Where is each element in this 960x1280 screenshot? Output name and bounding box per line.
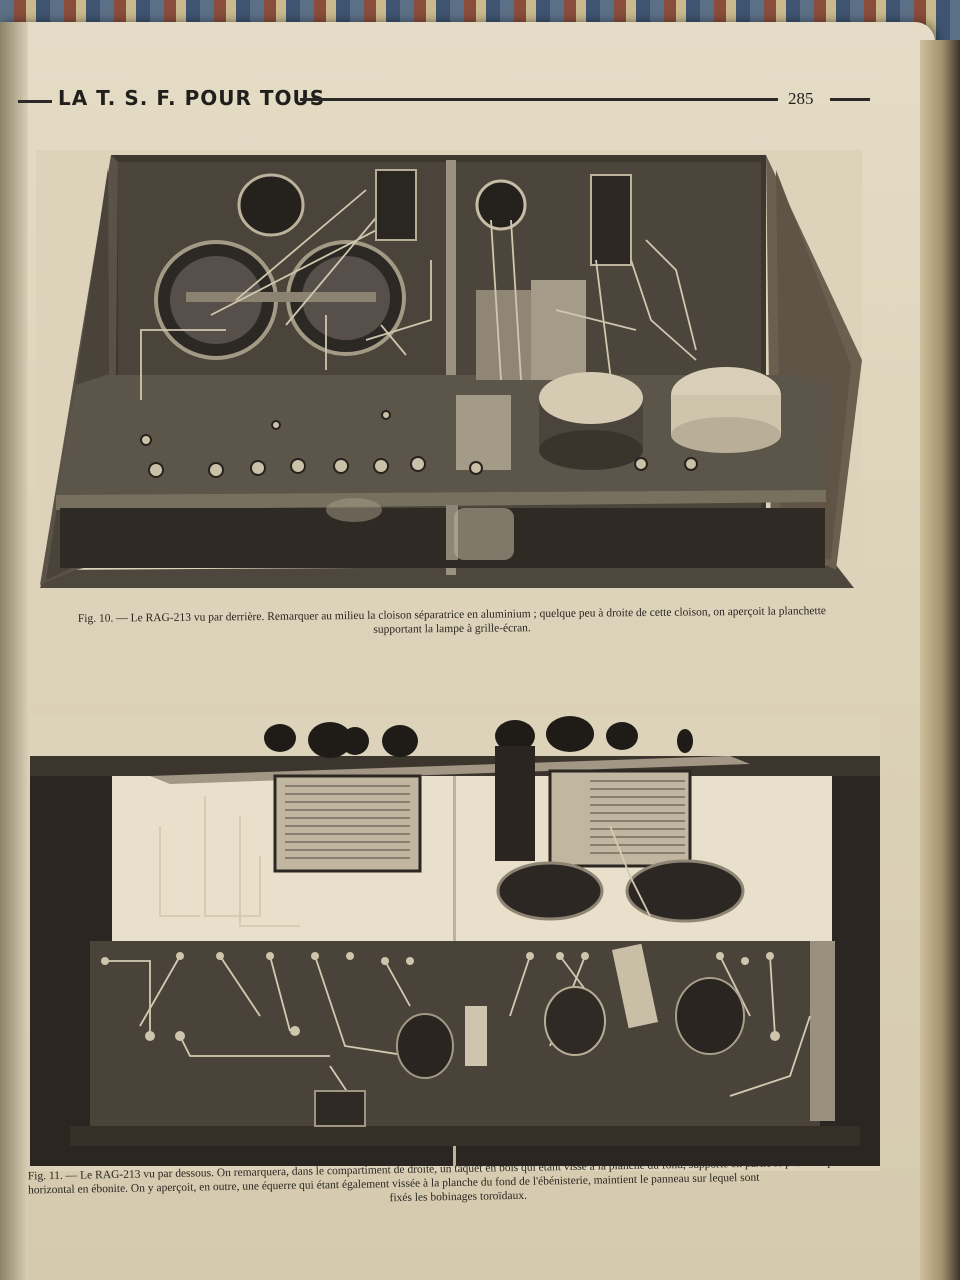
header-rule-left [18,100,52,103]
running-header: LA T. S. F. POUR TOUS 285 [18,86,874,116]
header-title: LA T. S. F. POUR TOUS [58,86,326,110]
page-number: 285 [788,89,814,108]
header-rule-right [830,98,870,101]
figure-10-photo [36,150,862,590]
header-rule-middle [300,98,778,101]
figure-10-illustration [36,150,862,590]
page-gutter [0,22,28,1280]
page-edge [920,40,960,1280]
figure-11-illustration [30,716,880,1171]
figure-11-photo [30,716,880,1171]
